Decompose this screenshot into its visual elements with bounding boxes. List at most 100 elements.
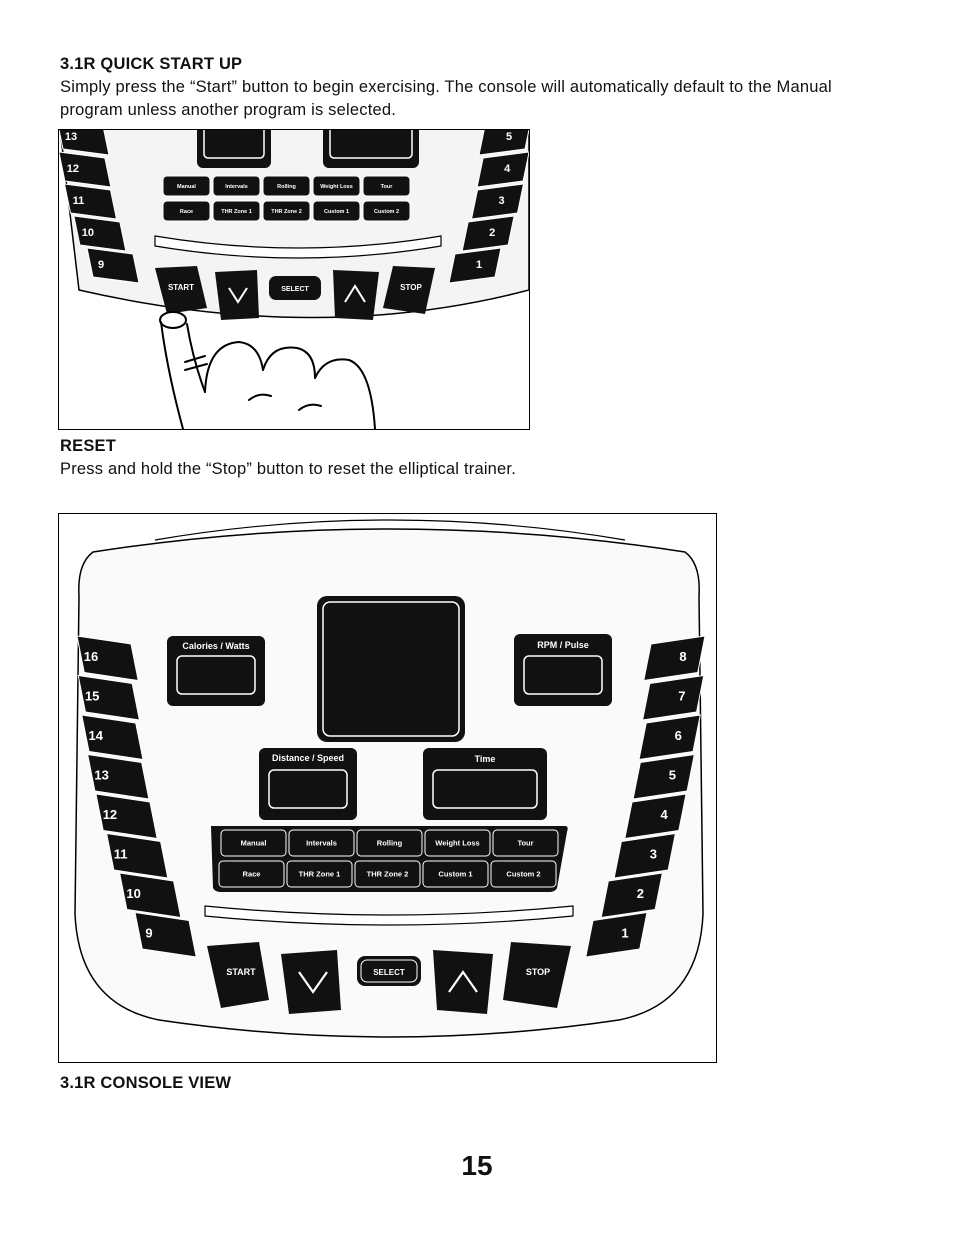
level-number: 3	[650, 846, 657, 861]
level-left-13: 13	[59, 130, 110, 156]
level-number: 2	[489, 227, 495, 239]
page-number: 15	[461, 1150, 493, 1181]
closeup-chevron-down-icon	[228, 287, 248, 304]
program-button-manual[interactable]: Manual	[220, 829, 287, 857]
up-button[interactable]	[433, 950, 493, 1014]
program-label: Manual	[177, 184, 196, 190]
program-button-race[interactable]: Race	[218, 860, 285, 888]
level-right-5: 5	[478, 130, 529, 156]
program-button-thr-zone-1[interactable]: THR Zone 1	[212, 200, 261, 222]
program-button-thr-zone-1[interactable]: THR Zone 1	[286, 860, 353, 888]
level-right-7: 7	[641, 674, 705, 721]
svg-text:Time: Time	[475, 754, 496, 764]
section-heading-quick-start: 3.1R QUICK START UP	[60, 55, 243, 73]
level-right-2: 2	[461, 215, 515, 252]
program-button-thr-zone-2[interactable]: THR Zone 2	[262, 200, 311, 222]
program-label: Rolling	[377, 839, 403, 848]
closeup-stop-button[interactable]: STOP	[383, 266, 435, 314]
program-button-custom-1[interactable]: Custom 1	[422, 860, 489, 888]
level-number: 13	[65, 131, 77, 143]
level-number: 14	[89, 728, 104, 743]
svg-text:Distance / Speed: Distance / Speed	[272, 753, 344, 763]
console-view-illustration: Calories / Watts RPM / Pulse Distance / …	[58, 513, 717, 1063]
closeup-display-left	[197, 130, 271, 168]
down-button[interactable]	[281, 950, 341, 1014]
level-number: 5	[669, 767, 676, 782]
level-number: 8	[679, 649, 686, 664]
level-right-4: 4	[624, 793, 687, 840]
closeup-start-button[interactable]: START	[155, 266, 207, 314]
program-button-custom-1[interactable]: Custom 1	[312, 200, 361, 222]
level-right-1: 1	[448, 247, 502, 284]
svg-text:SELECT: SELECT	[373, 968, 405, 977]
reset-paragraph: Press and hold the “Stop” button to rese…	[60, 460, 517, 478]
level-right-3: 3	[613, 832, 677, 879]
closeup-select-button[interactable]: SELECT	[269, 276, 321, 300]
console-slot	[204, 905, 574, 926]
program-button-intervals[interactable]: Intervals	[288, 829, 355, 857]
level-left-12: 12	[59, 151, 112, 188]
level-number: 4	[660, 807, 668, 822]
program-button-intervals[interactable]: Intervals	[212, 175, 261, 197]
svg-text:STOP: STOP	[400, 283, 422, 292]
level-number: 1	[476, 259, 482, 271]
level-right-5: 5	[632, 753, 695, 800]
level-left-9: 9	[134, 911, 197, 958]
program-button-custom-2[interactable]: Custom 2	[490, 860, 557, 888]
level-number: 1	[621, 925, 628, 940]
level-number: 12	[67, 163, 79, 175]
program-label: Custom 2	[374, 209, 399, 215]
program-label: Race	[180, 209, 193, 215]
program-button-tour[interactable]: Tour	[492, 829, 559, 857]
level-number: 6	[675, 728, 682, 743]
program-button-manual[interactable]: Manual	[162, 175, 211, 197]
program-button-race[interactable]: Race	[162, 200, 211, 222]
level-number: 9	[98, 259, 104, 271]
program-button-custom-2[interactable]: Custom 2	[362, 200, 411, 222]
chevron-up-icon	[448, 970, 478, 993]
level-right-4: 4	[476, 151, 529, 188]
program-button-weight-loss[interactable]: Weight Loss	[424, 829, 491, 857]
svg-text:RPM / Pulse: RPM / Pulse	[537, 640, 589, 650]
stop-button[interactable]: STOP	[503, 942, 571, 1008]
closeup-down-button[interactable]	[215, 270, 259, 320]
level-left-13: 13	[87, 753, 150, 800]
svg-text:START: START	[226, 967, 256, 977]
program-label: Intervals	[306, 839, 337, 848]
program-button-thr-zone-2[interactable]: THR Zone 2	[354, 860, 421, 888]
level-number: 15	[85, 688, 99, 703]
program-button-weight-loss[interactable]: Weight Loss	[312, 175, 361, 197]
time-display: Time	[423, 748, 547, 820]
select-button[interactable]: SELECT	[357, 956, 421, 986]
level-left-10: 10	[118, 872, 182, 919]
level-right-2: 2	[600, 872, 664, 919]
start-button[interactable]: START	[207, 942, 269, 1008]
program-label: Intervals	[225, 184, 248, 190]
level-left-14: 14	[81, 714, 144, 761]
level-left-11: 11	[105, 832, 169, 879]
program-button-rolling[interactable]: Rolling	[262, 175, 311, 197]
svg-text:STOP: STOP	[526, 967, 550, 977]
program-label: Manual	[241, 839, 267, 848]
level-number: 11	[114, 846, 128, 861]
level-left-15: 15	[77, 674, 141, 721]
level-number: 10	[82, 227, 94, 239]
rpm-pulse-display: RPM / Pulse	[514, 634, 612, 706]
program-button-rolling[interactable]: Rolling	[356, 829, 423, 857]
main-display	[317, 596, 465, 742]
svg-text:Calories / Watts: Calories / Watts	[182, 641, 249, 651]
level-number: 9	[145, 925, 152, 940]
closeup-display-right	[323, 130, 419, 168]
level-number: 7	[678, 688, 685, 703]
closeup-up-button[interactable]	[333, 270, 379, 320]
program-label: Rolling	[277, 184, 296, 190]
program-label: THR Zone 2	[367, 870, 409, 879]
console-svg: Calories / Watts RPM / Pulse Distance / …	[74, 519, 706, 1038]
program-label: THR Zone 2	[271, 209, 302, 215]
level-number: 4	[504, 163, 511, 175]
calories-watts-display: Calories / Watts	[167, 636, 265, 706]
program-button-tour[interactable]: Tour	[362, 175, 411, 197]
pointing-hand-icon	[159, 311, 376, 429]
level-number: 2	[637, 886, 644, 901]
